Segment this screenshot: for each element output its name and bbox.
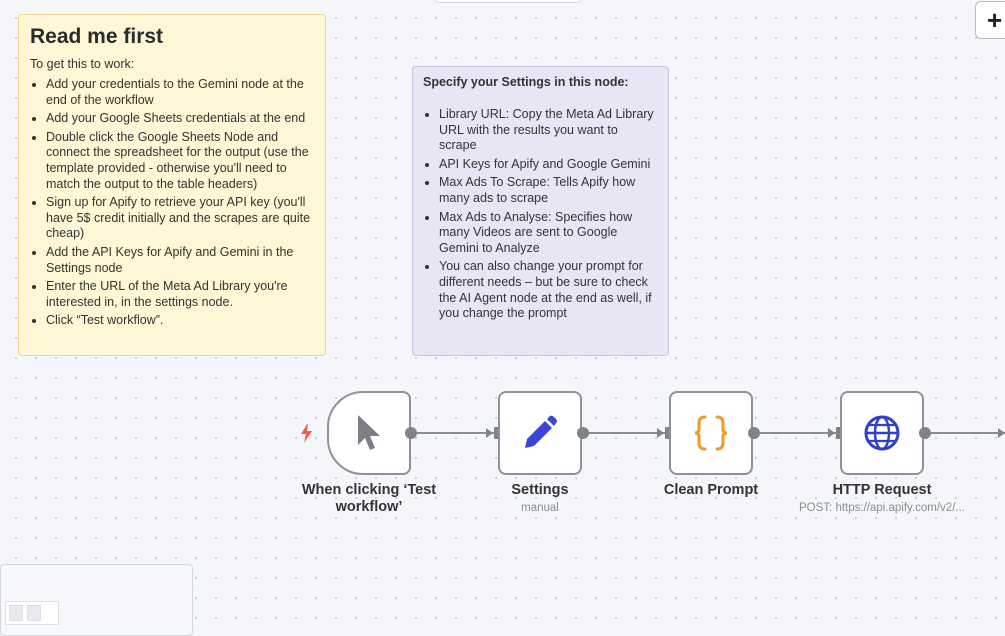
list-item: Library URL: Copy the Meta Ad Library UR… <box>439 107 658 154</box>
minimap-block <box>9 605 23 621</box>
connection-wire[interactable] <box>412 432 494 434</box>
input-handle[interactable] <box>836 427 842 439</box>
output-handle[interactable] <box>405 427 417 439</box>
braces-icon <box>694 415 728 451</box>
sticky-note-read-me[interactable]: Read me first To get this to work: Add y… <box>18 14 326 356</box>
connection-wire[interactable] <box>925 432 1005 434</box>
sticky-heading: Specify your Settings in this node: <box>423 75 629 89</box>
list-item: Click “Test workflow”. <box>46 313 314 329</box>
list-item: You can also change your prompt for diff… <box>439 259 658 321</box>
sticky-intro: To get this to work: <box>30 57 135 71</box>
list-item: Add your Google Sheets credentials at th… <box>46 111 314 127</box>
list-item: Enter the URL of the Meta Ad Library you… <box>46 279 314 310</box>
connection-arrow <box>998 428 1005 438</box>
sticky-note-settings[interactable]: Specify your Settings in this node: Libr… <box>412 66 669 356</box>
minimap-block <box>27 605 41 621</box>
output-handle[interactable] <box>577 427 589 439</box>
node-label: When clicking ‘Test workflow’ <box>301 482 437 515</box>
list-item: Add your credentials to the Gemini node … <box>46 77 314 108</box>
input-handle[interactable] <box>494 427 500 439</box>
sticky-list: Add your credentials to the Gemini node … <box>30 77 314 329</box>
top-panel-tab[interactable] <box>435 0 581 3</box>
node-settings[interactable] <box>498 391 582 475</box>
list-item: Double click the Google Sheets Node and … <box>46 130 314 192</box>
connection-arrow <box>657 428 664 438</box>
globe-icon <box>864 415 900 451</box>
input-handle[interactable] <box>665 427 671 439</box>
list-item: Max Ads to Analyse: Specifies how many V… <box>439 210 658 257</box>
minimap[interactable] <box>0 564 193 636</box>
connection-arrow <box>486 428 493 438</box>
connection-wire[interactable] <box>754 432 836 434</box>
pencil-icon <box>525 415 557 448</box>
output-handle[interactable] <box>748 427 760 439</box>
add-node-button[interactable]: + <box>975 1 1005 39</box>
list-item: API Keys for Apify and Google Gemini <box>439 157 658 173</box>
node-label: Settings <box>511 482 569 498</box>
sticky-list: Library URL: Copy the Meta Ad Library UR… <box>423 107 658 322</box>
list-item: Sign up for Apify to retrieve your API k… <box>46 195 314 242</box>
node-manual-trigger[interactable] <box>327 391 411 475</box>
trigger-bolt-icon <box>301 423 312 443</box>
node-label: Clean Prompt <box>663 482 759 498</box>
list-item: Max Ads To Scrape: Tells Apify how many … <box>439 175 658 206</box>
output-handle[interactable] <box>919 427 931 439</box>
connection-arrow <box>828 428 835 438</box>
node-subtitle: POST: https://api.apify.com/v2/... <box>799 502 965 514</box>
list-item: Add the API Keys for Apify and Gemini in… <box>46 245 314 276</box>
cursor-icon <box>358 415 380 450</box>
connection-wire[interactable] <box>583 432 665 434</box>
node-subtitle: manual <box>521 502 559 514</box>
node-http-request[interactable] <box>840 391 924 475</box>
sticky-title: Read me first <box>30 25 164 48</box>
node-clean-prompt[interactable] <box>669 391 753 475</box>
node-label: HTTP Request <box>832 482 932 498</box>
